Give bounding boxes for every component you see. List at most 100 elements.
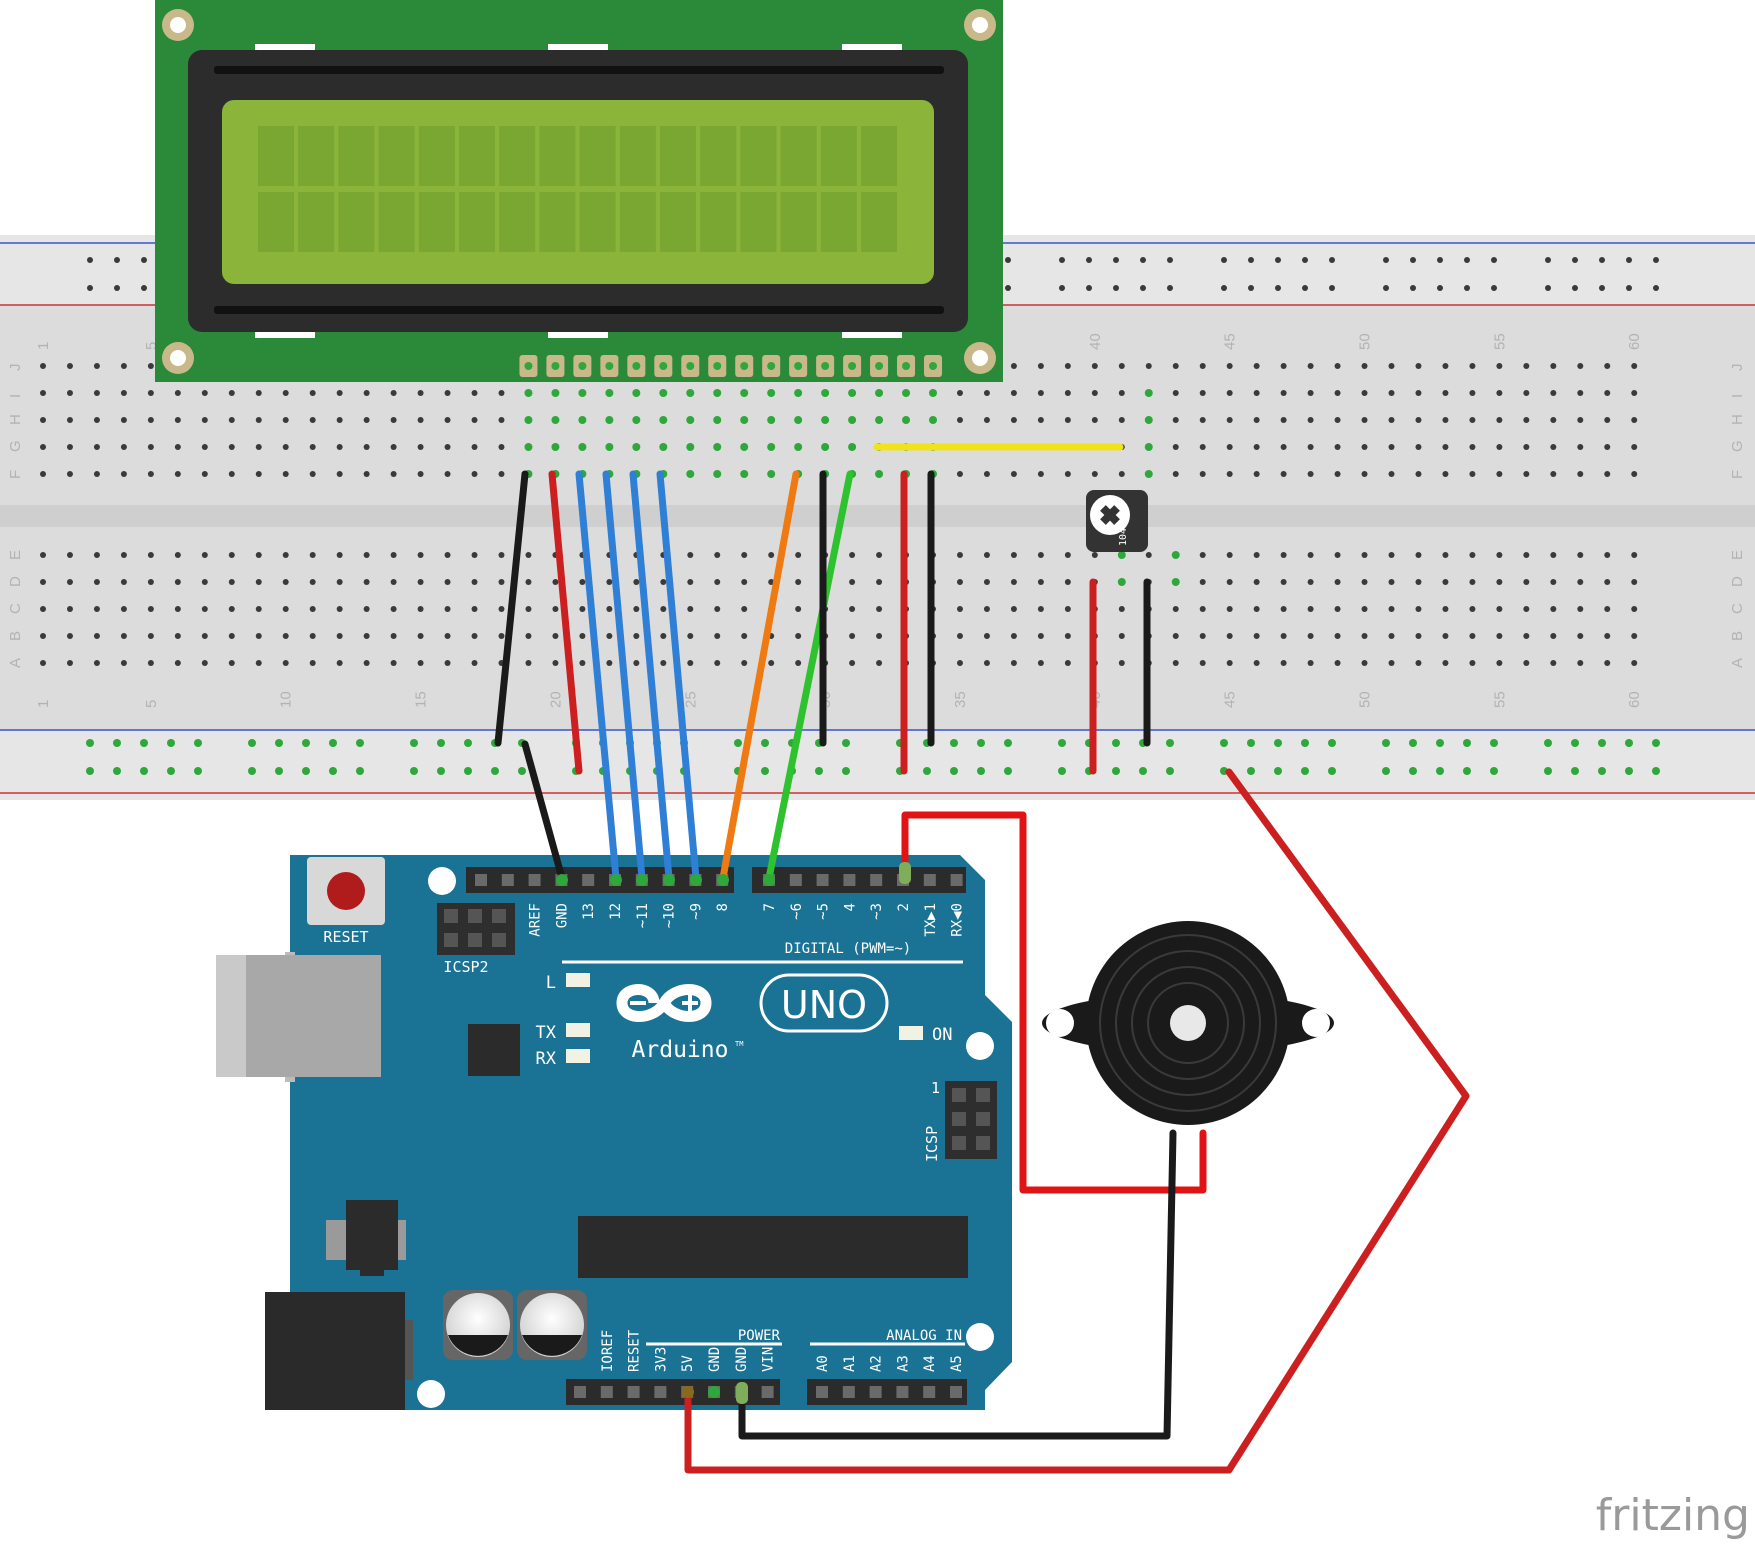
breadboard-hole[interactable] [875, 416, 884, 424]
header-pin[interactable] [950, 1386, 962, 1398]
breadboard-hole[interactable] [120, 606, 127, 612]
breadboard-hole[interactable] [282, 390, 289, 396]
header-pin[interactable] [627, 1386, 640, 1398]
breadboard-hole[interactable] [687, 579, 694, 585]
breadboard-hole[interactable] [1496, 363, 1503, 369]
breadboard-hole[interactable] [740, 416, 749, 424]
rail-hole[interactable] [1544, 767, 1552, 775]
breadboard-hole[interactable] [40, 633, 46, 639]
breadboard-hole[interactable] [1604, 444, 1611, 450]
breadboard-hole[interactable] [551, 443, 560, 451]
breadboard-hole[interactable] [1144, 416, 1153, 424]
breadboard-hole[interactable] [444, 552, 451, 558]
breadboard-hole[interactable] [1226, 606, 1233, 612]
rail-hole[interactable] [950, 739, 958, 747]
breadboard-hole[interactable] [794, 443, 803, 451]
breadboard-hole[interactable] [1280, 606, 1287, 612]
breadboard-hole[interactable] [1577, 471, 1584, 477]
header-pin[interactable] [870, 874, 883, 886]
breadboard-hole[interactable] [282, 444, 289, 450]
breadboard-hole[interactable] [1172, 633, 1179, 639]
breadboard-hole[interactable] [1226, 633, 1233, 639]
wire-green[interactable] [765, 470, 854, 882]
breadboard-hole[interactable] [1118, 633, 1125, 639]
rail-hole[interactable] [1005, 285, 1011, 291]
breadboard-hole[interactable] [849, 660, 856, 666]
rail-hole[interactable] [87, 257, 93, 263]
breadboard-hole[interactable] [795, 552, 802, 558]
breadboard-hole[interactable] [983, 660, 990, 666]
breadboard-hole[interactable] [147, 444, 154, 450]
icsp2-pin[interactable] [444, 933, 458, 947]
rail-hole[interactable] [1059, 257, 1065, 263]
breadboard-hole[interactable] [1037, 417, 1044, 423]
rail-hole[interactable] [1463, 739, 1471, 747]
rail-hole[interactable] [1437, 257, 1443, 263]
breadboard-hole[interactable] [444, 471, 451, 477]
breadboard-hole[interactable] [255, 444, 262, 450]
wire-blue[interactable] [602, 470, 646, 882]
breadboard-hole[interactable] [660, 606, 667, 612]
wire-red[interactable] [901, 811, 1207, 1194]
rail-hole[interactable] [1274, 739, 1282, 747]
breadboard-hole[interactable] [1523, 606, 1530, 612]
rail-hole[interactable] [1139, 767, 1147, 775]
breadboard-hole[interactable] [714, 552, 721, 558]
breadboard-hole[interactable] [1064, 390, 1071, 396]
breadboard-hole[interactable] [1523, 552, 1530, 558]
header-pin[interactable] [816, 1386, 828, 1398]
breadboard-hole[interactable] [1361, 606, 1368, 612]
rail-hole[interactable] [1625, 739, 1633, 747]
breadboard-hole[interactable] [578, 389, 587, 397]
breadboard-hole[interactable] [795, 579, 802, 585]
rail-hole[interactable] [1653, 285, 1659, 291]
header-pin[interactable] [842, 1386, 855, 1398]
breadboard-hole[interactable] [1334, 633, 1341, 639]
breadboard-hole[interactable] [40, 552, 46, 558]
breadboard-hole[interactable] [1037, 579, 1044, 585]
rail-hole[interactable] [1491, 257, 1497, 263]
breadboard-hole[interactable] [1523, 417, 1530, 423]
breadboard-hole[interactable] [309, 390, 316, 396]
icsp-pin[interactable] [976, 1088, 990, 1102]
breadboard-hole[interactable] [1010, 552, 1017, 558]
breadboard-hole[interactable] [1280, 579, 1287, 585]
breadboard-hole[interactable] [1604, 363, 1611, 369]
breadboard-hole[interactable] [1253, 390, 1260, 396]
breadboard-hole[interactable] [1415, 444, 1422, 450]
rail-hole[interactable] [1572, 285, 1578, 291]
breadboard-hole[interactable] [471, 660, 478, 666]
breadboard-hole[interactable] [848, 443, 857, 451]
rail-hole[interactable] [1626, 257, 1632, 263]
rail-hole[interactable] [491, 767, 499, 775]
breadboard-hole[interactable] [1631, 579, 1638, 585]
breadboard-hole[interactable] [983, 390, 990, 396]
breadboard-hole[interactable] [336, 660, 343, 666]
rail-hole[interactable] [1572, 257, 1578, 263]
breadboard-hole[interactable] [93, 552, 100, 558]
breadboard-hole[interactable] [1631, 363, 1638, 369]
breadboard-hole[interactable] [1361, 471, 1368, 477]
breadboard-hole[interactable] [956, 660, 963, 666]
breadboard-hole[interactable] [1361, 363, 1368, 369]
breadboard-hole[interactable] [309, 606, 316, 612]
breadboard-hole[interactable] [1577, 633, 1584, 639]
breadboard-hole[interactable] [1199, 606, 1206, 612]
breadboard-hole[interactable] [282, 471, 289, 477]
breadboard-hole[interactable] [1280, 471, 1287, 477]
rail-hole[interactable] [1464, 257, 1470, 263]
breadboard-hole[interactable] [713, 443, 722, 451]
wire-blue[interactable] [656, 470, 700, 882]
breadboard-hole[interactable] [1010, 363, 1017, 369]
breadboard-hole[interactable] [1307, 390, 1314, 396]
breadboard-hole[interactable] [1307, 471, 1314, 477]
breadboard-hole[interactable] [1388, 363, 1395, 369]
breadboard-hole[interactable] [444, 606, 451, 612]
breadboard-hole[interactable] [794, 416, 803, 424]
breadboard-hole[interactable] [255, 471, 262, 477]
rail-hole[interactable] [1167, 257, 1173, 263]
rail-hole[interactable] [1571, 739, 1579, 747]
breadboard-hole[interactable] [1577, 660, 1584, 666]
rail-hole[interactable] [518, 767, 526, 775]
header-pin[interactable] [843, 874, 856, 886]
